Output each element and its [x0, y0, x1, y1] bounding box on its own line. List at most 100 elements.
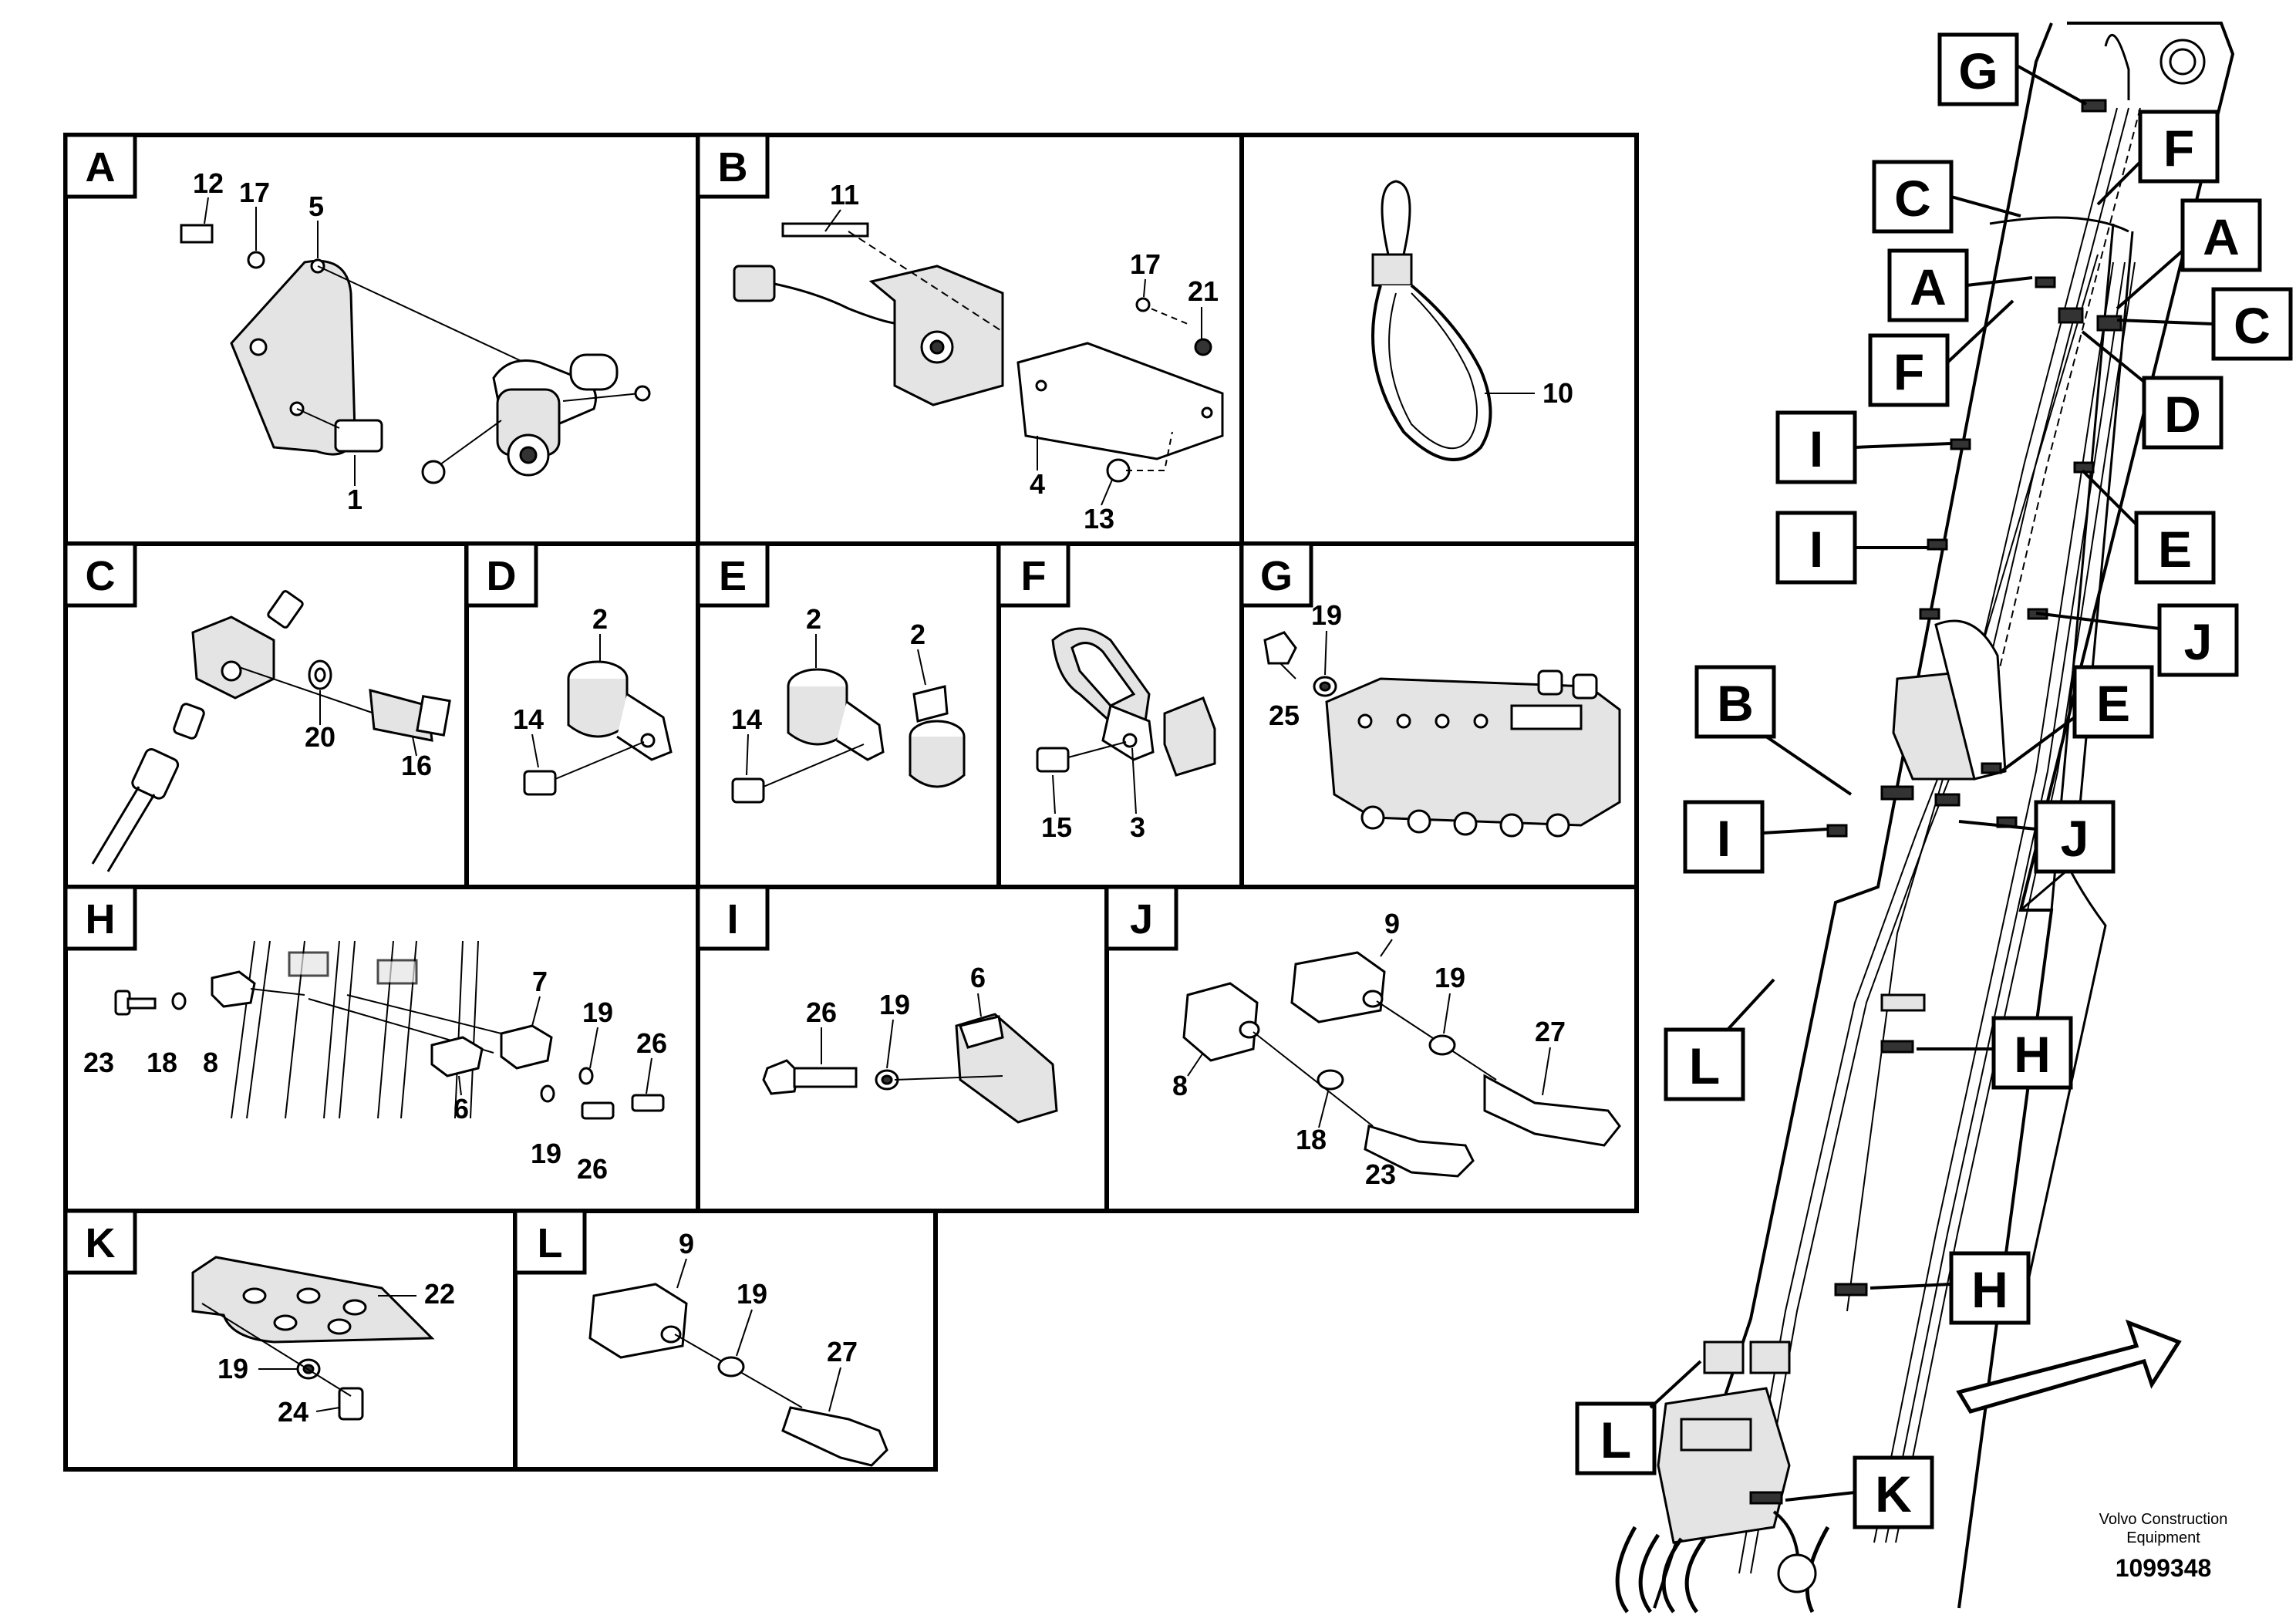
callout-i-1: I [1775, 410, 1952, 484]
svg-text:J: J [2061, 810, 2089, 867]
direction-arrow-icon [1956, 1319, 2182, 1414]
part-number: 2 [592, 603, 608, 635]
svg-text:D: D [487, 553, 517, 599]
svg-text:K: K [1875, 1465, 1912, 1523]
part-number: 13 [1084, 503, 1114, 534]
part-number: 21 [1188, 275, 1219, 307]
callout-i-2: I [1775, 511, 1928, 585]
part-number: 19 [1435, 962, 1465, 993]
svg-text:E: E [2096, 675, 2130, 732]
part-number: 20 [305, 721, 335, 753]
panel-grid [63, 133, 1639, 1472]
part-number: 19 [582, 996, 613, 1028]
part-number: 15 [1041, 811, 1072, 843]
svg-text:E: E [719, 553, 747, 599]
svg-text:A: A [86, 144, 116, 191]
callout-h-1: H [1917, 1016, 2073, 1090]
svg-text:B: B [718, 144, 748, 191]
svg-text:C: C [1894, 170, 1931, 227]
svg-text:F: F [2163, 120, 2194, 177]
part-number: 19 [1311, 599, 1342, 631]
section-h-drawing: 7 19 26 23 18 8 6 19 26 [83, 940, 667, 1185]
svg-text:A: A [1910, 258, 1947, 315]
svg-text:L: L [1600, 1411, 1631, 1469]
svg-text:L: L [538, 1220, 563, 1266]
part-number: 24 [278, 1396, 308, 1428]
part-number: 1 [347, 484, 362, 515]
callout-k: K [1785, 1455, 1934, 1529]
section-labels: A B C D E F G H I J K L [63, 133, 1313, 1275]
callout-l-2: L [1575, 1360, 1702, 1475]
part-number: 2 [806, 603, 821, 635]
section-g-drawing: 19 25 [1263, 599, 1621, 838]
callout-a-2: A [1887, 248, 2033, 322]
part-number: 26 [806, 996, 837, 1028]
svg-text:J: J [1130, 896, 1153, 943]
section-k-label: K [63, 1209, 137, 1275]
callout-e-1: E [2081, 469, 2216, 585]
part-number: 25 [1269, 700, 1300, 731]
part-number: 2 [910, 619, 925, 650]
section-i-label: I [696, 885, 770, 951]
section-b-drawing: 11 17 21 4 13 [733, 179, 1224, 534]
section-a-label: A [63, 133, 137, 199]
section-f-drawing: 15 3 [1036, 627, 1216, 843]
part-number: 26 [577, 1153, 608, 1185]
credit-line-1: Volvo Construction [2099, 1511, 2228, 1528]
callout-b: B [1694, 665, 1853, 796]
callout-j-2: J [1958, 800, 2116, 874]
callout-j-1: J [2035, 603, 2239, 677]
callout-l-1: L [1664, 978, 1775, 1101]
svg-text:C: C [86, 553, 116, 599]
footer-credit: Volvo Construction Equipment 1099348 [2099, 1511, 2228, 1582]
part-number: 9 [679, 1228, 694, 1259]
svg-text:B: B [1717, 675, 1754, 732]
part-number: 27 [1535, 1016, 1566, 1047]
section-d-drawing: 2 14 [513, 603, 673, 796]
svg-text:J: J [2184, 613, 2213, 670]
callout-e-2: E [2000, 665, 2154, 773]
part-number: 6 [970, 962, 986, 993]
section-g-label: G [1239, 541, 1313, 608]
svg-text:K: K [86, 1220, 116, 1266]
section-f-label: F [996, 541, 1070, 608]
callout-g: G [1937, 32, 2087, 106]
part-number: 18 [1296, 1124, 1327, 1155]
callout-d: D [2081, 330, 2224, 450]
part-number: 27 [827, 1336, 858, 1367]
callout-f-1: F [2096, 110, 2220, 206]
svg-text:H: H [2014, 1026, 2051, 1083]
svg-text:F: F [1893, 343, 1924, 400]
part-number: 4 [1030, 468, 1045, 500]
svg-text:D: D [2164, 386, 2201, 443]
section-j-label: J [1104, 885, 1178, 951]
section-i-drawing: 6 26 19 [762, 962, 1058, 1124]
callout-f-2: F [1868, 299, 2014, 407]
document-number: 1099348 [2116, 1554, 2212, 1582]
section-cable-tie-drawing: 10 [1371, 180, 1573, 461]
svg-text:H: H [1971, 1261, 2008, 1318]
callout-a-1: A [2116, 198, 2262, 310]
part-number: 17 [239, 177, 270, 208]
part-number: 3 [1130, 811, 1145, 843]
part-number: 19 [737, 1278, 767, 1310]
svg-text:A: A [2203, 208, 2240, 265]
part-number: 7 [532, 966, 548, 997]
section-c-drawing: 20 16 [91, 590, 451, 872]
part-number: 12 [193, 167, 224, 199]
svg-text:G: G [1260, 553, 1293, 599]
svg-text:C: C [2234, 297, 2271, 354]
part-number: 10 [1542, 377, 1573, 409]
part-number: 5 [308, 191, 324, 222]
svg-text:I: I [1809, 420, 1823, 477]
section-e-drawing: 2 2 14 [731, 603, 966, 804]
callout-h-2: H [1870, 1251, 2031, 1325]
callout-c-2: C [2116, 287, 2293, 361]
svg-text:I: I [1717, 810, 1731, 867]
part-number: 19 [879, 989, 910, 1020]
part-number: 6 [453, 1093, 469, 1125]
svg-text:I: I [727, 896, 738, 943]
part-number: 17 [1130, 248, 1161, 280]
part-number: 19 [531, 1138, 561, 1169]
part-number: 23 [83, 1047, 114, 1078]
